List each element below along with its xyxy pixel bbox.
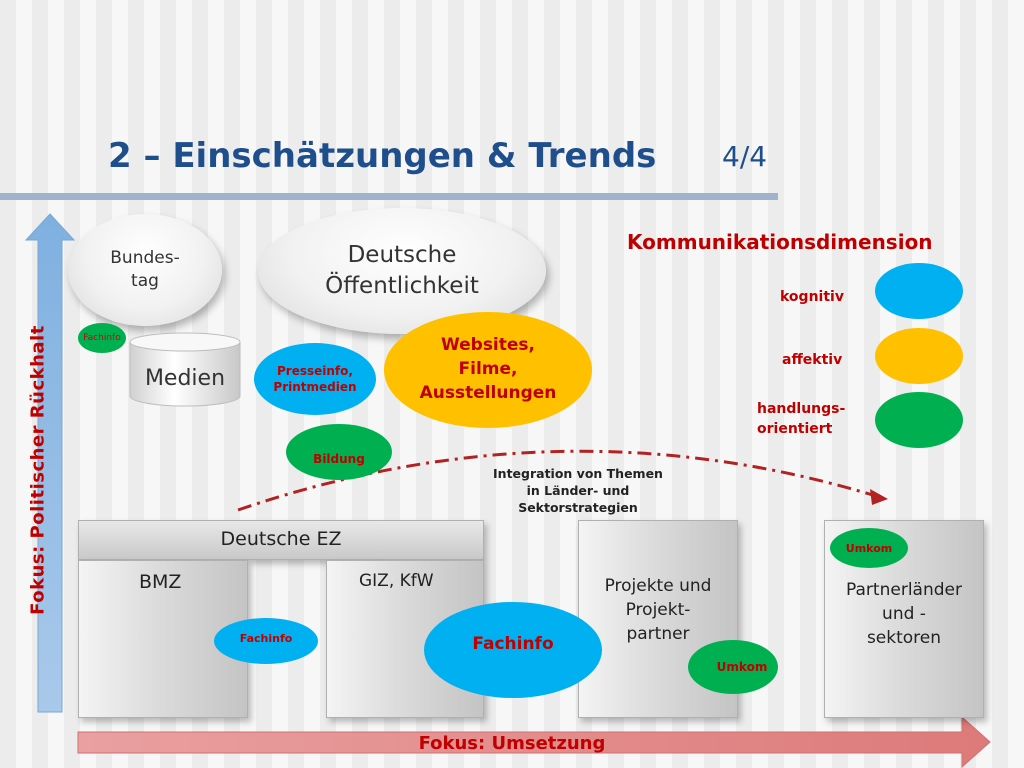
fachinfo-small-node: Fachinfo (78, 323, 126, 353)
presseinfo-node: Presseinfo, Printmedien (254, 343, 376, 415)
umkom-projekte-label: Umkom (716, 660, 768, 674)
legend-swatch-affektiv (875, 328, 963, 384)
fachinfo-bmz-label: Fachinfo (239, 631, 293, 645)
umkom-partner-node: Umkom (830, 528, 908, 568)
websites-node: Websites, Filme, Ausstellungen (384, 312, 592, 428)
oeffentlichkeit-label: Deutsche Öffentlichkeit (325, 241, 479, 299)
projekte-label: Projekte und Projekt- partner (604, 576, 712, 644)
medien-label: Medien (144, 366, 226, 391)
vertical-axis-arrow (24, 213, 76, 713)
legend-swatch-handlungsorientiert (875, 392, 963, 448)
fachinfo-large-label: Fachinfo (472, 634, 554, 654)
slide-title: 2 – Einschätzungen & Trends (108, 136, 657, 176)
umkom-partner-label: Umkom (845, 541, 893, 555)
bmz-label: BMZ (139, 571, 182, 593)
bildung-label: Bildung (313, 452, 365, 466)
partnerlaender-label: Partnerländer und - sektoren (846, 580, 962, 648)
umkom-projekte-node: Umkom (688, 640, 778, 694)
legend-title: Kommunikationsdimension (627, 230, 933, 254)
websites-label: Websites, Filme, Ausstellungen (419, 335, 557, 403)
bildung-node: Bildung (286, 424, 392, 480)
axis-label-implementation: Fokus: Umsetzung (418, 733, 606, 754)
integration-arrowhead (870, 489, 888, 505)
deutsche-ez-label: Deutsche EZ (220, 528, 342, 550)
legend-swatch-kognitiv (875, 263, 963, 319)
medien-node: Medien (128, 332, 242, 408)
oeffentlichkeit-node: Deutsche Öffentlichkeit (258, 208, 546, 334)
page-number: 4/4 (722, 140, 768, 173)
axis-label-political: Fokus: Politischer Rückhalt (27, 325, 49, 615)
deutsche-ez-header: Deutsche EZ (78, 520, 484, 560)
bundestag-label: Bundes- tag (110, 248, 180, 291)
legend-label-handlungsorientiert: handlungs- orientiert (757, 401, 846, 437)
integration-dashed-arrow (237, 449, 877, 512)
fachinfo-large-node: Fachinfo (424, 602, 602, 698)
title-divider (0, 193, 778, 200)
giz-kfw-label: GIZ, KfW (359, 571, 434, 591)
horizontal-axis-arrow (77, 715, 991, 768)
legend-label-affektiv: affektiv (782, 352, 843, 368)
cylinder-shape (129, 332, 241, 407)
bundestag-node: Bundes- tag (68, 214, 222, 326)
fachinfo-small-label: Fachinfo (83, 333, 121, 343)
fachinfo-bmz-node: Fachinfo (214, 618, 318, 664)
legend-label-kognitiv: kognitiv (780, 289, 844, 305)
presseinfo-label: Presseinfo, Printmedien (273, 363, 357, 394)
integration-label: Integration von Themen in Länder- und Se… (493, 466, 663, 515)
